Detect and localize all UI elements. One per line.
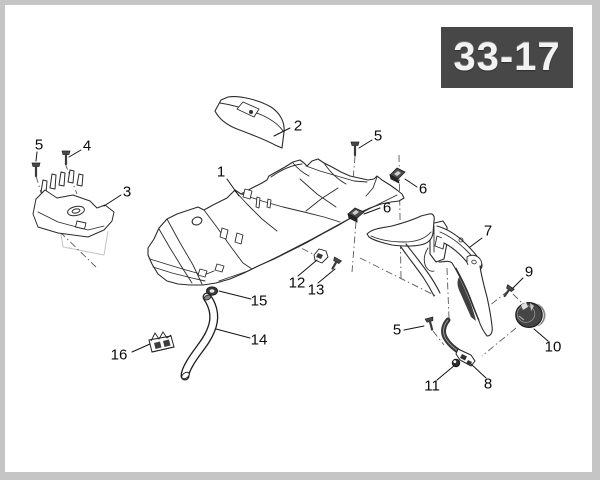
part-2-cover (214, 96, 285, 149)
screw-5-middle (350, 141, 360, 157)
part-3-bracket (32, 169, 115, 238)
page-number-badge: 33-17 (441, 27, 573, 88)
leader-lines (35, 127, 549, 381)
part-7-mudguard (366, 213, 493, 337)
part-1-undertray (147, 158, 405, 286)
screw-5-right (424, 316, 434, 331)
screw-5-left (31, 162, 41, 178)
screw-4 (61, 150, 71, 166)
grommet-15 (206, 286, 218, 296)
pad-6-lower (347, 207, 365, 223)
strap-8 (441, 317, 476, 367)
cap-10 (515, 302, 546, 329)
screw-13 (331, 256, 343, 270)
pad-6-upper (389, 167, 406, 184)
clip-16 (148, 331, 175, 353)
clip-12 (313, 248, 329, 264)
rivet-11 (451, 358, 461, 368)
hose-14 (180, 292, 219, 381)
screw-9 (503, 284, 515, 298)
